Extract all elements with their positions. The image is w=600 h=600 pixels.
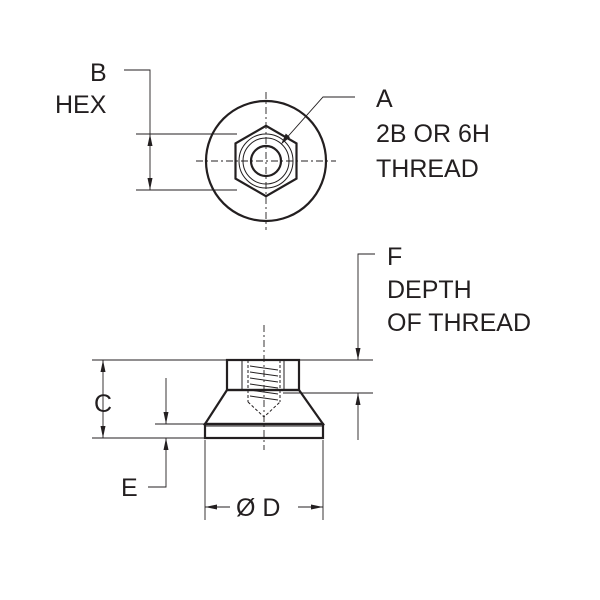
depth-dimension-letter: F bbox=[387, 243, 402, 271]
base-arrow-top bbox=[163, 412, 169, 424]
depth-label: DEPTH bbox=[387, 276, 472, 304]
diameter-dimension-label: Ø D bbox=[236, 494, 280, 522]
hidden-hole-drill-point bbox=[247, 401, 281, 418]
hex-dimension-letter: B bbox=[90, 59, 107, 87]
top-view: B HEX A 2B OR 6H THREAD bbox=[55, 59, 490, 230]
hex-dimension-label: HEX bbox=[55, 91, 107, 119]
height-dimension-letter: C bbox=[94, 390, 112, 418]
thread-leader-line bbox=[282, 96, 355, 143]
base-dimension-letter: E bbox=[121, 474, 138, 502]
base-arrow-bottom bbox=[163, 438, 169, 450]
height-arrow-bottom bbox=[100, 426, 106, 438]
diameter-arrow-right bbox=[311, 504, 323, 510]
depth-arrow-top bbox=[355, 348, 361, 360]
of-thread-label: OF THREAD bbox=[387, 309, 531, 337]
diameter-arrow-left bbox=[205, 504, 217, 510]
depth-leader-line bbox=[357, 253, 375, 360]
height-arrow-top bbox=[100, 360, 106, 372]
hex-arrow-bottom bbox=[147, 178, 153, 190]
thread-dimension-letter: A bbox=[376, 85, 393, 113]
hex-arrow-top bbox=[147, 134, 153, 146]
hex-leader-line bbox=[124, 69, 151, 134]
base-leader-line bbox=[148, 438, 167, 488]
thread-leader-arrow bbox=[281, 133, 290, 145]
thread-class-label: 2B OR 6H bbox=[376, 120, 490, 148]
thread-label: THREAD bbox=[376, 155, 479, 183]
side-view: F DEPTH OF THREAD C E Ø D bbox=[92, 243, 531, 522]
side-view-base bbox=[203, 422, 325, 440]
depth-arrow-bottom bbox=[355, 393, 361, 405]
hidden-thread-lines bbox=[249, 365, 279, 401]
